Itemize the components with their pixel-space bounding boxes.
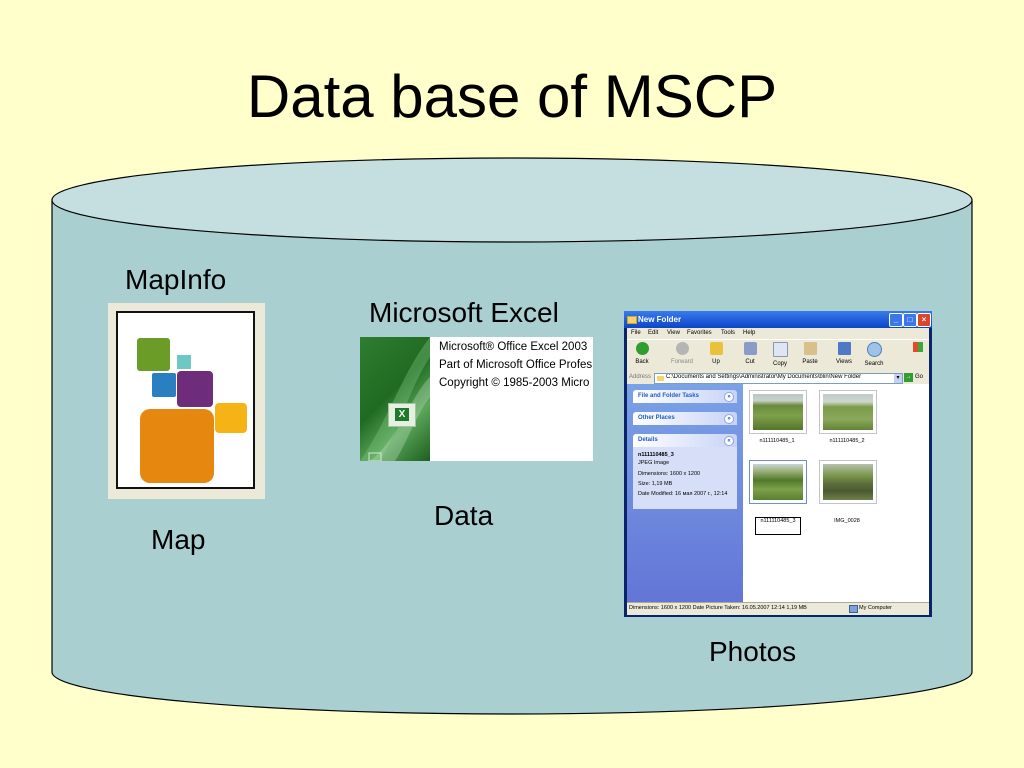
status-zone: My Computer xyxy=(859,605,893,611)
file-thumbnail[interactable] xyxy=(819,460,877,504)
logo-teal-square xyxy=(177,355,191,369)
expand-icon: » xyxy=(724,392,734,402)
excel-side-graphic: X xyxy=(360,337,430,461)
expand-icon: » xyxy=(724,414,734,424)
menu-file[interactable]: File xyxy=(631,330,641,336)
logo-green-square xyxy=(137,338,170,371)
go-arrow-icon: → xyxy=(904,373,913,382)
address-input[interactable]: C:\Documents and Settings\Administrator\… xyxy=(654,373,903,384)
file-thumbnail[interactable] xyxy=(749,390,807,434)
menu-bar: File Edit View Favorites Tools Help xyxy=(627,328,929,339)
computer-icon xyxy=(849,605,858,613)
file-name[interactable]: n111110485_2 xyxy=(829,438,865,444)
details-name: n111110485_3 xyxy=(638,452,674,458)
up-folder-icon xyxy=(709,342,723,355)
logo-purple-square xyxy=(177,371,213,407)
address-bar: Address C:\Documents and Settings\Admini… xyxy=(627,372,929,384)
file-name[interactable]: IMG_0028 xyxy=(834,518,860,524)
window-titlebar[interactable]: New Folder _ □ × xyxy=(624,311,932,328)
slide-title: Data base of MSCP xyxy=(246,63,778,130)
details-dimensions: Dimensions: 1600 x 1200 xyxy=(638,471,701,477)
menu-favorites[interactable]: Favorites xyxy=(687,330,712,336)
file-thumbnail[interactable] xyxy=(819,390,877,434)
explorer-window: New Folder _ □ × File Edit View Favorite… xyxy=(624,311,932,617)
excel-label: Microsoft Excel xyxy=(369,297,559,328)
search-button[interactable]: Search xyxy=(863,342,885,367)
data-caption: Data xyxy=(434,500,494,531)
menu-view[interactable]: View xyxy=(667,330,680,336)
file-thumbnail-selected[interactable] xyxy=(749,460,807,504)
excel-splash: X Microsoft® Office Excel 2003 Part of M… xyxy=(360,337,593,461)
collapse-icon: « xyxy=(724,436,734,446)
menu-edit[interactable]: Edit xyxy=(648,330,659,336)
views-icon xyxy=(837,342,851,355)
panel-other-places[interactable]: Other Places» xyxy=(633,412,737,425)
task-pane: File and Folder Tasks» Other Places» Det… xyxy=(627,384,743,602)
maximize-button[interactable]: □ xyxy=(903,313,917,327)
excel-logo-icon: X xyxy=(388,403,416,427)
mapinfo-logo xyxy=(108,303,265,499)
scissors-icon xyxy=(743,342,757,355)
photos-caption: Photos xyxy=(709,636,797,667)
panel-details[interactable]: Details« xyxy=(633,434,737,447)
panel-file-folder-tasks[interactable]: File and Folder Tasks» xyxy=(633,390,737,403)
status-bar: Dimensions: 1600 x 1200 Date Picture Tak… xyxy=(627,602,929,615)
file-name-rename-input[interactable]: n111110485_3 xyxy=(755,517,801,535)
details-body: n111110485_3 JPEG Image Dimensions: 1600… xyxy=(633,447,737,509)
folder-icon xyxy=(627,316,637,324)
map-caption: Map xyxy=(151,524,206,555)
back-arrow-icon xyxy=(635,342,649,355)
mapinfo-label: MapInfo xyxy=(125,264,227,295)
address-dropdown-icon[interactable]: ▾ xyxy=(894,374,902,383)
views-button[interactable]: Views xyxy=(833,342,855,365)
details-type: JPEG Image xyxy=(638,460,670,466)
details-size: Size: 1,19 MB xyxy=(638,481,673,487)
cut-button[interactable]: Cut xyxy=(739,342,761,365)
toolbar: Back Forward Up Cut Copy Paste Views Sea… xyxy=(627,339,929,373)
paste-button[interactable]: Paste xyxy=(799,342,821,365)
menu-help[interactable]: Help xyxy=(743,330,756,336)
copy-button[interactable]: Copy xyxy=(769,342,791,367)
window-title: New Folder xyxy=(638,315,682,324)
paste-icon xyxy=(803,342,817,355)
excel-splash-line-1: Microsoft® Office Excel 2003 xyxy=(439,341,588,353)
up-button[interactable]: Up xyxy=(705,342,727,365)
copy-icon xyxy=(772,342,788,357)
forward-button[interactable]: Forward xyxy=(671,342,693,365)
windows-flag-icon xyxy=(913,342,923,352)
logo-yellow-square xyxy=(215,403,247,433)
search-icon xyxy=(866,342,882,357)
excel-splash-line-2: Part of Microsoft Office Profes xyxy=(439,359,593,371)
logo-orange-square xyxy=(140,409,214,483)
file-list: n111110485_1 n111110485_2 n111110485_3 I… xyxy=(743,384,929,602)
menu-tools[interactable]: Tools xyxy=(721,330,736,336)
excel-splash-line-3: Copyright © 1985-2003 Micro xyxy=(439,377,590,389)
cylinder-top xyxy=(51,157,973,243)
file-name[interactable]: n111110485_1 xyxy=(759,438,795,444)
address-label: Address xyxy=(629,374,652,380)
back-button[interactable]: Back xyxy=(631,342,653,365)
close-button[interactable]: × xyxy=(917,313,931,327)
details-modified: Date Modified: 16 мая 2007 г., 12:14 xyxy=(638,491,728,497)
forward-arrow-icon xyxy=(675,342,689,355)
minimize-button[interactable]: _ xyxy=(889,313,903,327)
logo-blue-square xyxy=(152,373,176,397)
address-folder-icon xyxy=(657,376,664,381)
go-button[interactable]: → Go xyxy=(904,373,924,382)
status-text: Dimensions: 1600 x 1200 Date Picture Tak… xyxy=(629,605,807,611)
